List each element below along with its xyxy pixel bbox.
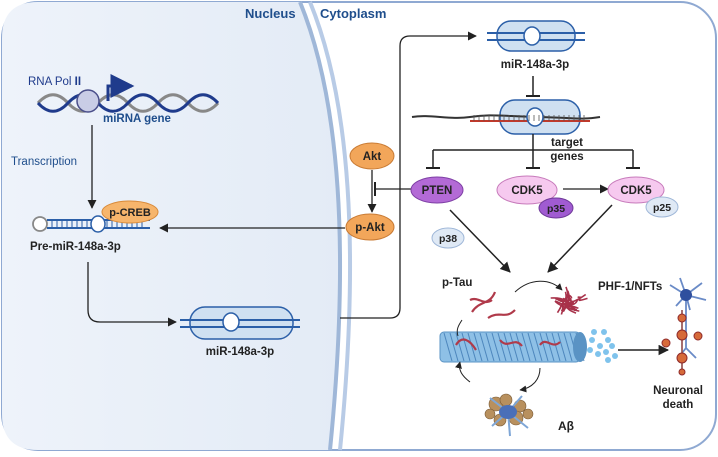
cdk5-a-label: CDK5	[511, 185, 543, 197]
rna-pol-numeral: II	[75, 76, 81, 88]
abeta-label: Aβ	[558, 419, 574, 433]
mir-cyto-label: miR-148a-3p	[501, 59, 569, 71]
tubulin-dimer	[591, 329, 597, 335]
rna-pol-text: RNA Pol	[28, 76, 71, 88]
p-tau-label: p-Tau	[442, 277, 472, 289]
pten-label: PTEN	[422, 185, 453, 197]
abeta-aggregate	[500, 394, 512, 406]
p38-label: p38	[439, 233, 457, 245]
tubulin-dimer	[601, 329, 607, 335]
tubulin-dimer	[597, 343, 603, 349]
abeta-aggregate	[485, 409, 495, 419]
tubulin-dimer	[605, 337, 611, 343]
akt-label: Akt	[363, 151, 382, 163]
mir-nucleus-label: miR-148a-3p	[206, 346, 274, 358]
p25-label: p25	[653, 202, 671, 214]
target-genes-line2: genes	[550, 151, 583, 163]
transcription-label: Transcription	[11, 156, 77, 168]
abeta-aggregate	[523, 409, 533, 419]
tubulin-dimer	[609, 343, 615, 349]
mir-complex-nucleus	[180, 307, 300, 339]
neuronal-death-line2: death	[663, 399, 694, 411]
mirna-gene-label: miRNA gene	[103, 113, 171, 125]
mir-complex-cytoplasm	[487, 21, 585, 51]
tubulin-dimer	[589, 337, 595, 343]
neuron-soma	[680, 289, 692, 301]
p-creb-label: p-CREB	[109, 207, 151, 219]
cdk5-b-label: CDK5	[620, 185, 652, 197]
nucleus-label: Nucleus	[245, 6, 296, 21]
nucleus-region	[2, 2, 340, 450]
tubulin-dimer	[587, 347, 593, 353]
pre-mir-label: Pre-miR-148a-3p	[30, 241, 121, 253]
neuronal-death-line1: Neuronal	[653, 385, 703, 397]
rna-pol-complex	[77, 90, 99, 112]
tubulin-dimer	[612, 353, 618, 359]
rna-pol-label: RNA Pol II	[28, 76, 81, 88]
cytoplasm-label: Cytoplasm	[320, 6, 386, 21]
microtubule	[440, 332, 587, 362]
tubulin-dimer	[605, 357, 611, 363]
p35-label: p35	[547, 203, 565, 215]
tubulin-dimer	[595, 351, 601, 357]
phf-label: PHF-1/NFTs	[598, 281, 662, 293]
p-akt-label: p-Akt	[355, 222, 385, 234]
tubulin-dimer	[603, 349, 609, 355]
target-genes-line1: target	[551, 137, 583, 149]
